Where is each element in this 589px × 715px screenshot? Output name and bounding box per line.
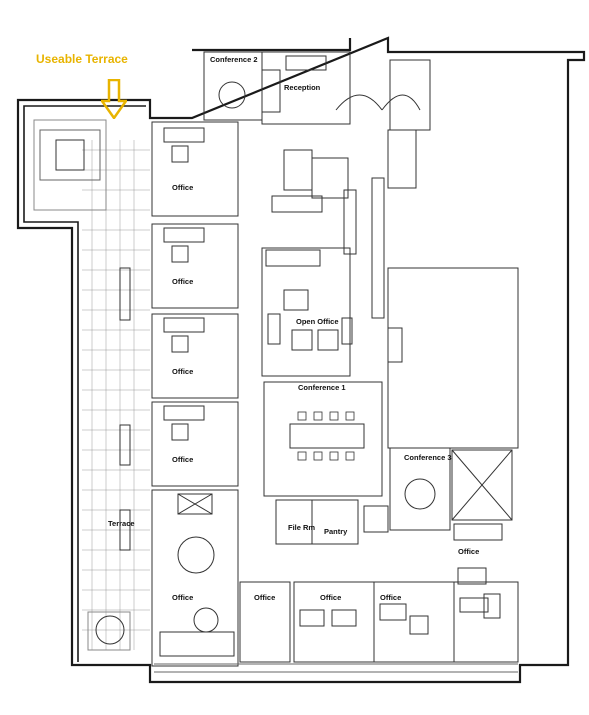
room-label-conference-1: Conference 1 <box>298 383 346 392</box>
terrace-table <box>55 139 85 171</box>
office-5-room <box>151 489 239 667</box>
east-open-space <box>387 267 519 449</box>
room-label-office: Office <box>172 277 194 286</box>
office-3-room <box>151 313 239 399</box>
office-4-room <box>151 401 239 487</box>
room-label-terrace: Terrace <box>108 519 135 528</box>
conference-3-table <box>404 478 436 510</box>
pantry-room <box>311 499 359 545</box>
room-label-pantry: Pantry <box>324 527 348 536</box>
terrace-grid <box>82 140 150 650</box>
office-2-room <box>151 223 239 309</box>
room-label-office: Office <box>172 455 194 464</box>
file-room <box>275 499 313 545</box>
room-label-office: Office <box>172 593 194 602</box>
room-label-conference-3: Conference 3 <box>404 453 452 462</box>
room-label-reception: Reception <box>284 83 321 92</box>
room-label-conference-2: Conference 2 <box>210 55 258 64</box>
exterior-wall-inner <box>23 105 146 662</box>
room-label-open-office: Open Office <box>296 317 339 326</box>
conference-1-room <box>263 381 383 497</box>
useable-terrace-callout: Useable Terrace <box>36 52 128 66</box>
office-1-room <box>151 121 239 217</box>
open-office-room <box>261 247 351 377</box>
room-label-office: Office <box>380 593 402 602</box>
office-bottom-1-room <box>239 581 291 663</box>
room-label-office: Office <box>458 547 480 556</box>
exterior-wall <box>16 36 586 684</box>
terrace-round-table <box>95 615 125 645</box>
conference-1-table <box>289 423 365 449</box>
room-label-office: Office <box>172 367 194 376</box>
room-label-office: Office <box>320 593 342 602</box>
conference-3-room <box>389 447 451 531</box>
conference-2-table <box>218 81 246 109</box>
room-label-file-room: File Rm <box>288 523 316 532</box>
elevator-shaft <box>451 449 513 521</box>
room-label-office: Office <box>254 593 276 602</box>
down-arrow-icon <box>101 79 127 119</box>
room-label-office: Office <box>172 183 194 192</box>
